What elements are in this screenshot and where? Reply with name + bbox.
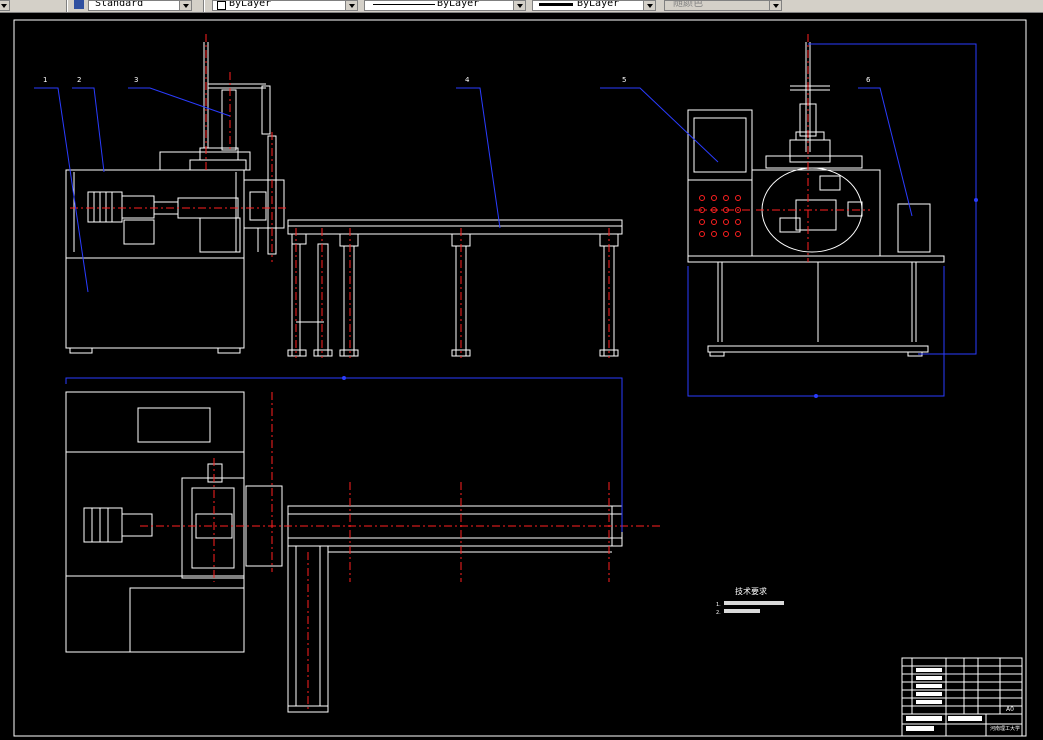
front-view-centerlines [70, 34, 288, 262]
front-view-machine [65, 42, 285, 354]
callout-5: 5 [622, 76, 626, 84]
toolbar-separator [66, 0, 68, 12]
layer-combo[interactable]: ByLayer [212, 0, 358, 11]
plan-view [65, 391, 623, 713]
tech-requirement-2: 2. [716, 610, 721, 616]
school-name: 河南理工大学 [990, 725, 1020, 732]
callout-3: 3 [134, 76, 138, 84]
chevron-down-icon [643, 1, 655, 10]
text-style-icon[interactable] [74, 0, 84, 9]
callout-labels: 1 2 3 4 5 6 [43, 76, 871, 84]
layer-value: ByLayer [229, 0, 272, 9]
conveyor-centerlines [295, 228, 610, 358]
plot-style-value: 随颜色 [673, 0, 703, 9]
linetype-preview-icon [373, 4, 435, 5]
lineweight-value: ByLayer [577, 0, 620, 9]
callout-2: 2 [77, 76, 81, 84]
plot-style-combo[interactable]: 随颜色 [664, 0, 782, 11]
title-block-text: A0 河南理工大学 [990, 706, 1020, 732]
chevron-down-icon [179, 1, 191, 10]
color-swatch-icon [217, 1, 226, 10]
tech-requirements-note: 技术要求 1. 2. [716, 586, 784, 616]
callout-1: 1 [43, 76, 47, 84]
chevron-down-icon [769, 1, 781, 10]
properties-toolbar: Standard ByLayer ByLayer ByLayer 随颜色 [0, 0, 1043, 13]
linetype-value: ByLayer [437, 0, 480, 9]
linetype-combo[interactable]: ByLayer [364, 0, 526, 11]
callout-4: 4 [465, 76, 470, 84]
toolbar-separator [203, 0, 205, 12]
title-block [901, 657, 1023, 737]
callout-6: 6 [866, 76, 871, 84]
tech-requirements-title: 技术要求 [735, 586, 767, 596]
plan-view-centerlines [140, 392, 660, 712]
chevron-down-icon [0, 1, 9, 10]
left-combo[interactable] [0, 0, 10, 11]
drawing-canvas[interactable]: 1 2 3 4 5 6 技术要求 1. 2. A0 河南理 [0, 12, 1043, 740]
side-view-centerlines [694, 34, 870, 262]
side-view-machine [687, 42, 945, 357]
dimension-lines [34, 43, 978, 532]
text-style-value: Standard [95, 0, 144, 9]
lineweight-combo[interactable]: ByLayer [532, 0, 656, 11]
sheet-border [13, 19, 1027, 737]
control-panel-buttons [699, 195, 741, 237]
lineweight-preview-icon [539, 3, 573, 6]
tech-requirement-1: 1. [716, 602, 721, 608]
text-style-combo[interactable]: Standard [88, 0, 192, 11]
sheet-size: A0 [1006, 706, 1014, 713]
chevron-down-icon [513, 1, 525, 10]
chevron-down-icon [345, 1, 357, 10]
conveyor-table [287, 219, 623, 357]
